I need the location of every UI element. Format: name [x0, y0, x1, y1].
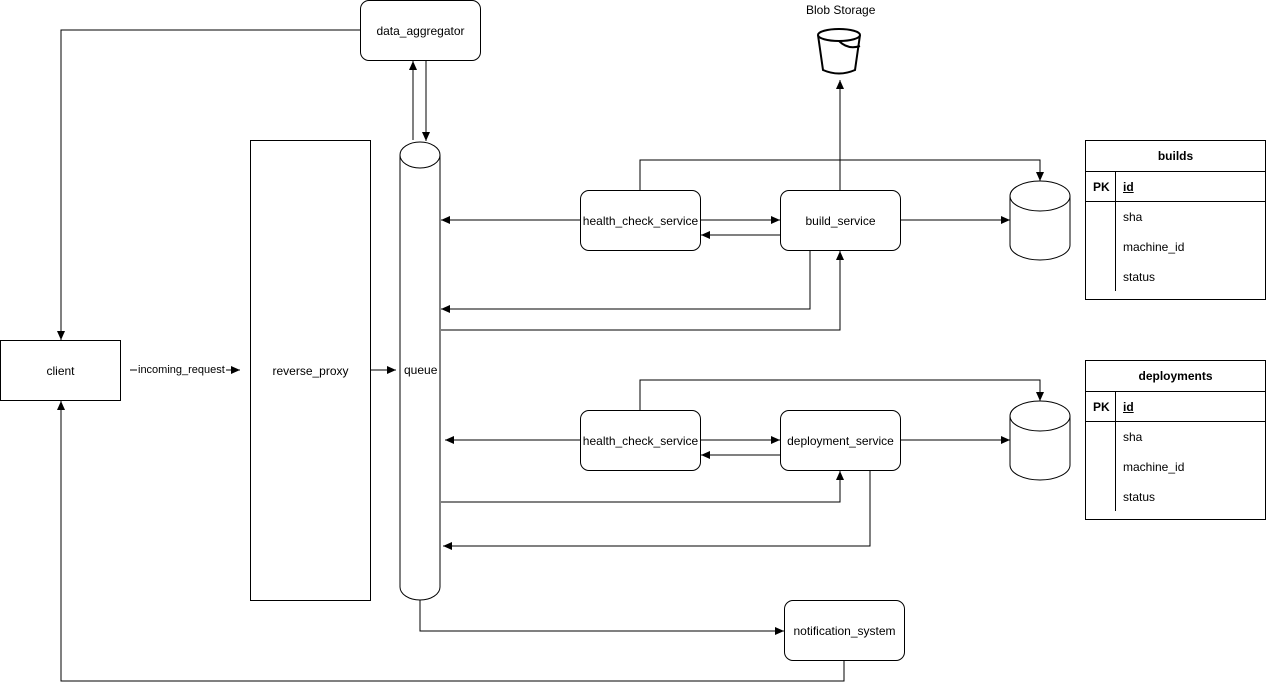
health-check-service-build-node[interactable]: health_check_service [580, 190, 701, 251]
bucket-icon [817, 28, 861, 75]
builds-pk-separator [1115, 172, 1116, 201]
health-check-service-build-label: health_check_service [582, 213, 699, 228]
notification-system-node[interactable]: notification_system [784, 600, 905, 661]
builds-row-status: status [1086, 262, 1265, 292]
builds-row-machine-id: machine_id [1086, 232, 1265, 262]
edge-aggregator-to-client [57, 29, 360, 340]
deployments-pk-separator [1115, 392, 1116, 421]
builds-field-status: status [1123, 270, 1156, 284]
reverse-proxy-node[interactable]: reverse_proxy [250, 140, 371, 601]
deployments-pk-marker: PK [1093, 400, 1110, 414]
builds-table[interactable]: builds PK id sha machine_id status [1085, 140, 1266, 300]
deployments-row-status: status [1086, 482, 1265, 512]
client-label: client [46, 363, 75, 378]
builds-field-machine-id: machine_id [1123, 240, 1185, 254]
builds-pk-marker: PK [1093, 180, 1110, 194]
builds-field-separator [1115, 202, 1116, 291]
notification-system-label: notification_system [793, 623, 896, 638]
build-service-node[interactable]: build_service [780, 190, 901, 251]
builds-field-sha: sha [1123, 210, 1143, 224]
deployments-field-id: id [1123, 400, 1134, 414]
edge-build-to-queue [441, 250, 811, 313]
deployments-table[interactable]: deployments PK id sha machine_id status [1085, 360, 1266, 520]
deployments-field-machine-id: machine_id [1123, 460, 1185, 474]
edge-queue-to-deploy [441, 471, 844, 503]
deployments-field-separator [1115, 422, 1116, 511]
builds-pk-row: PK id [1086, 172, 1265, 202]
builds-field-id: id [1123, 180, 1134, 194]
blob-storage-label: Blob Storage [806, 3, 876, 17]
queue-cylinder [399, 141, 441, 601]
edge-queue-to-build [441, 251, 844, 331]
builds-database-icon [1009, 180, 1071, 261]
deployments-divider [1086, 421, 1265, 422]
data-aggregator-label: data_aggregator [376, 23, 465, 38]
data-aggregator-node[interactable]: data_aggregator [360, 0, 481, 61]
edge-notification-to-client [57, 401, 845, 682]
edge-queue-to-notification [419, 600, 784, 635]
deployments-table-title: deployments [1086, 361, 1265, 392]
deployments-row-machine-id: machine_id [1086, 452, 1265, 482]
deployments-field-sha: sha [1123, 430, 1143, 444]
deployments-database-icon [1009, 400, 1071, 481]
queue-label: queue [404, 363, 438, 377]
deployment-service-node[interactable]: deployment_service [780, 410, 901, 471]
deployments-pk-row: PK id [1086, 392, 1265, 422]
health-check-service-deploy-label: health_check_service [582, 433, 699, 448]
build-service-label: build_service [805, 213, 876, 228]
health-check-service-deploy-node[interactable]: health_check_service [580, 410, 701, 471]
reverse-proxy-label: reverse_proxy [272, 363, 349, 378]
builds-divider [1086, 201, 1265, 202]
builds-row-sha: sha [1086, 202, 1265, 232]
deployments-field-status: status [1123, 490, 1156, 504]
incoming-request-label: incoming_request [138, 364, 225, 376]
deployment-service-label: deployment_service [787, 433, 894, 448]
edge-deploy-to-queue [443, 470, 871, 550]
edge-healthcheck-to-db-deploy [639, 379, 1044, 410]
deployments-row-sha: sha [1086, 422, 1265, 452]
builds-table-title: builds [1086, 141, 1265, 172]
client-node[interactable]: client [0, 340, 121, 401]
